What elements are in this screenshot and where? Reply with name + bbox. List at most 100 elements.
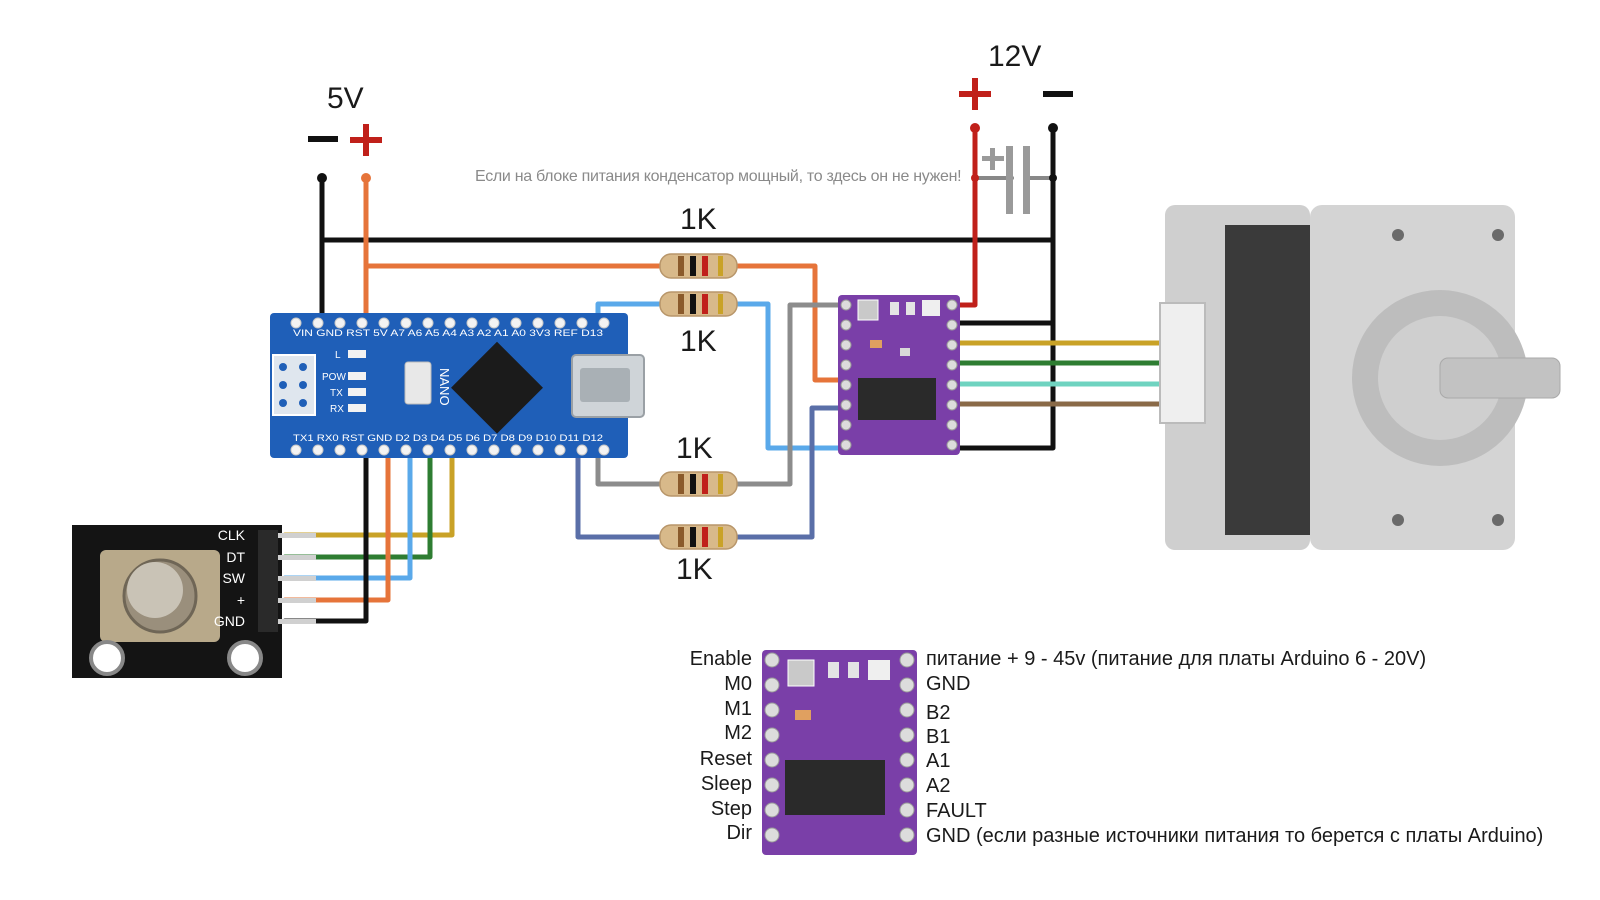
driver-chip-icon	[785, 760, 885, 815]
motor-connector-icon	[1159, 302, 1206, 424]
header-pin	[764, 752, 780, 768]
driver-pin-left-label: M1	[724, 698, 752, 720]
header-pin	[946, 439, 958, 451]
resistor-icon	[659, 524, 738, 550]
wire-enc-plus	[282, 437, 391, 603]
header-pin	[764, 777, 780, 793]
header-pin	[764, 827, 780, 843]
header-pin	[378, 444, 390, 456]
capacitor-icon	[982, 146, 1030, 214]
header-pin	[554, 444, 566, 456]
encoder-pin-label: CLK	[217, 527, 245, 543]
driver-pin-right-label: B2	[926, 702, 951, 724]
wire-r4-driver	[734, 405, 848, 540]
header-pin	[899, 802, 915, 818]
header-pin	[598, 317, 610, 329]
header-pin	[840, 419, 852, 431]
wire-gnd-12v	[955, 125, 1056, 451]
wire-enc-sw	[282, 437, 413, 581]
minus-5v-icon	[308, 136, 338, 142]
header-pin	[400, 317, 412, 329]
header-pin	[466, 317, 478, 329]
potentiometer-icon	[787, 659, 815, 687]
header-pin	[422, 444, 434, 456]
driver-pins	[840, 299, 958, 451]
driver-pin-right-label: питание + 9 - 45v (питание для платы Ard…	[926, 648, 1427, 670]
driver-pin-left-label: Dir	[726, 822, 752, 844]
header-pin	[312, 444, 324, 456]
resistor-label: 1K	[680, 203, 717, 236]
driver-pin-left-label: Step	[710, 798, 752, 820]
resistor-icon	[659, 253, 738, 279]
terminal-cap-minus	[1049, 174, 1057, 182]
wire-enc-dt	[282, 437, 433, 560]
header-pin	[946, 379, 958, 391]
header-pin	[422, 317, 434, 329]
driver-pin-left-label: M2	[724, 722, 752, 744]
header-pin	[764, 652, 780, 668]
header-pin	[899, 777, 915, 793]
driver-pin-right-label: GND (если разные источники питания то бе…	[926, 825, 1544, 847]
header-pin	[899, 702, 915, 718]
header-pin	[946, 339, 958, 351]
motor-shaft-icon	[1439, 357, 1561, 399]
driver-pin-left-label: Sleep	[700, 773, 752, 795]
terminal-5v-plus	[361, 173, 371, 183]
nano-top-pin-labels: VIN GND RST 5V A7 A6 A5 A4 A3 A2 A1 A0 3…	[293, 328, 603, 338]
header-pin	[554, 317, 566, 329]
header-pin	[946, 399, 958, 411]
header-pin	[598, 444, 610, 456]
header-pin	[946, 419, 958, 431]
header-pin	[334, 317, 346, 329]
header-pin	[840, 359, 852, 371]
header-pin	[840, 319, 852, 331]
power-5v-label: 5V	[327, 82, 364, 115]
nano-bottom-pin-row	[290, 444, 610, 456]
encoder-pin-label: SW	[222, 570, 245, 586]
header-pin	[356, 444, 368, 456]
resistor-icon	[659, 471, 738, 497]
driver-pinout-pins	[764, 652, 915, 843]
nano-led-label: TX	[330, 388, 343, 399]
header-pin	[899, 827, 915, 843]
header-pin	[444, 317, 456, 329]
nano-led-label: L	[335, 350, 341, 361]
header-pin	[946, 299, 958, 311]
reset-button-icon	[404, 361, 432, 405]
header-pin	[466, 444, 478, 456]
mcu-chip-icon	[451, 341, 543, 434]
wire-12v-plus	[952, 125, 978, 308]
header-pin	[400, 444, 412, 456]
resistor-label: 1K	[680, 325, 717, 358]
nano-top-pin-row	[290, 317, 610, 329]
header-pin	[510, 317, 522, 329]
wire-enc-clk	[282, 437, 455, 538]
header-pin	[899, 677, 915, 693]
mounting-hole-icon	[227, 640, 263, 676]
header-pin	[576, 317, 588, 329]
resistor-label: 1K	[676, 432, 713, 465]
driver-chip-icon	[858, 378, 936, 420]
driver-pin-right-label: B1	[926, 726, 951, 748]
driver-pin-left-label: Reset	[699, 748, 752, 770]
header-pin	[532, 317, 544, 329]
driver-pin-right-label: A2	[926, 775, 951, 797]
header-pin	[312, 317, 324, 329]
terminal-12v-plus	[970, 123, 980, 133]
minus-12v-icon	[1043, 91, 1073, 97]
header-pin	[488, 444, 500, 456]
header-pin	[840, 299, 852, 311]
capacitor-note: Если на блоке питания конденсатор мощный…	[475, 168, 962, 185]
header-pin	[946, 319, 958, 331]
encoder-pin-label: DT	[226, 549, 245, 565]
potentiometer-icon	[857, 299, 879, 321]
arduino-nano-board: NANO VIN GND RST 5V A7 A6 A5 A4 A3 A2 A1…	[270, 313, 645, 458]
resistor-label: 1K	[676, 553, 713, 586]
header-pin	[378, 317, 390, 329]
header-pin	[510, 444, 522, 456]
encoder-pin-label: GND	[213, 613, 245, 629]
header-pin	[356, 317, 368, 329]
header-pin	[764, 702, 780, 718]
terminal-12v-minus	[1048, 123, 1058, 133]
